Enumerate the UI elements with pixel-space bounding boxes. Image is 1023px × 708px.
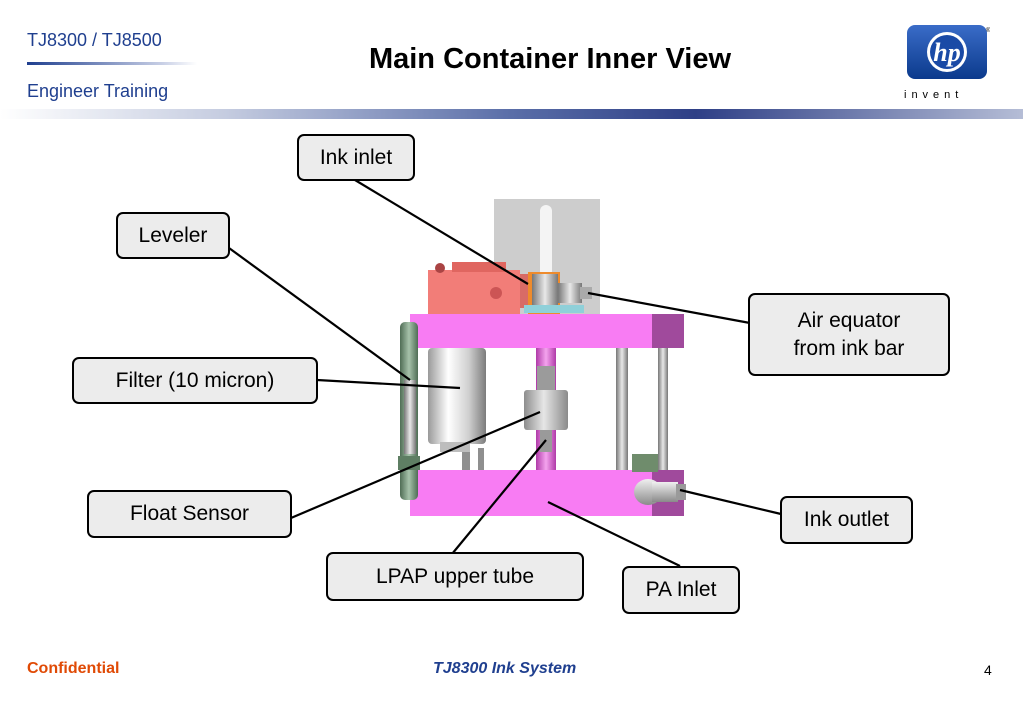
product-name: TJ8300 / TJ8500 <box>27 30 162 50</box>
ink-inlet-label: Ink inlet <box>319 145 393 169</box>
leveler-block <box>428 270 520 314</box>
leveler-label: Leveler <box>138 223 208 247</box>
callout-ink-inlet: Ink inlet <box>297 134 415 181</box>
confidential-label: Confidential <box>27 660 120 677</box>
air-equator-label-line1: Air equator <box>797 309 901 333</box>
logo-tagline: invent <box>904 89 964 101</box>
air-equator-label-line2: from ink bar <box>793 336 905 360</box>
callout-float-sensor: Float Sensor <box>87 490 292 538</box>
lower-plate <box>410 470 652 516</box>
float-sensor-label: Float Sensor <box>129 502 250 526</box>
callout-filter: Filter (10 micron) <box>72 357 318 404</box>
filter-cylinder <box>428 348 486 444</box>
footer-system-name: TJ8300 Ink System <box>433 660 577 677</box>
training-subtitle: Engineer Training <box>27 81 169 101</box>
filter-label: Filter (10 micron) <box>115 368 275 392</box>
callout-lpap: LPAP upper tube <box>326 552 584 601</box>
callout-air-equator: Air equator from ink bar <box>748 293 950 376</box>
callout-pa-inlet: PA Inlet <box>622 566 740 614</box>
upper-plate <box>410 314 652 348</box>
leader-lines <box>228 179 782 567</box>
hp-logo: hp ® <box>907 25 990 79</box>
header-divider <box>27 62 197 65</box>
ink-outlet-label: Ink outlet <box>803 508 890 532</box>
callout-ink-outlet: Ink outlet <box>780 496 913 544</box>
hp-mark: hp <box>933 38 960 67</box>
page-number: 4 <box>984 662 992 678</box>
float-sensor <box>524 390 568 430</box>
pa-inlet-label: PA Inlet <box>645 578 717 602</box>
lpap-label: LPAP upper tube <box>375 564 534 588</box>
callout-leveler: Leveler <box>116 212 230 259</box>
air-equator-fitting <box>558 283 582 303</box>
back-panel-slot <box>540 205 552 277</box>
slide-title: Main Container Inner View <box>368 43 732 75</box>
svg-text:®: ® <box>986 27 990 34</box>
header-gradient-bar <box>0 109 1023 119</box>
